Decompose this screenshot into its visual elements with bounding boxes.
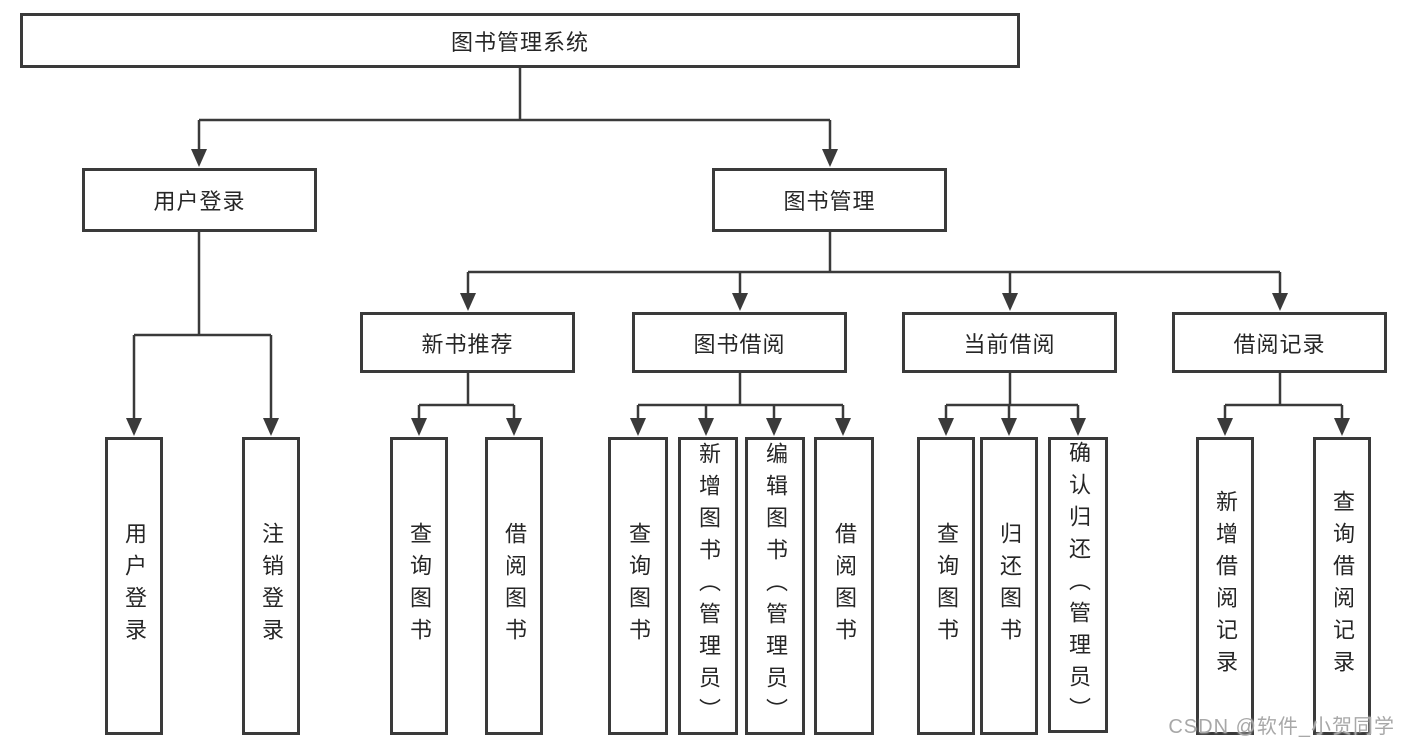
- node-current-borrow: 当前借阅: [902, 312, 1117, 373]
- node-label: 新增图书（管理员）: [696, 442, 721, 730]
- leaf-logout: 注销登录: [242, 437, 300, 735]
- node-label: 查询借阅记录: [1330, 490, 1355, 682]
- node-book-management: 图书管理: [712, 168, 947, 232]
- leaf-query-book-recommend: 查询图书: [390, 437, 448, 735]
- csdn-watermark: CSDN @软件_小贺同学: [1168, 716, 1395, 738]
- node-label: 用户登录: [153, 189, 246, 214]
- node-root: 图书管理系统: [20, 13, 1020, 68]
- node-borrow-records: 借阅记录: [1172, 312, 1387, 373]
- node-label: 查询图书: [626, 522, 651, 650]
- node-label: 新增借阅记录: [1213, 490, 1238, 682]
- node-user-login: 用户登录: [82, 168, 317, 232]
- node-label: 归还图书: [997, 522, 1022, 650]
- node-label: 查询图书: [407, 522, 432, 650]
- leaf-query-borrow-record: 查询借阅记录: [1313, 437, 1371, 735]
- node-label: 借阅图书: [832, 522, 857, 650]
- node-label: 借阅图书: [502, 522, 527, 650]
- node-label: 借阅记录: [1233, 331, 1326, 357]
- leaf-query-book-borrow: 查询图书: [608, 437, 668, 735]
- node-new-book-recommend: 新书推荐: [360, 312, 575, 373]
- node-label: 确认归还（管理员）: [1066, 441, 1091, 729]
- leaf-query-book-current: 查询图书: [917, 437, 975, 735]
- leaf-borrow-book-recommend: 借阅图书: [485, 437, 543, 735]
- leaf-add-book-admin: 新增图书（管理员）: [678, 437, 738, 735]
- leaf-edit-book-admin: 编辑图书（管理员）: [745, 437, 805, 735]
- node-label: 新书推荐: [421, 331, 514, 357]
- node-label: 用户登录: [122, 522, 147, 650]
- leaf-user-login: 用户登录: [105, 437, 163, 735]
- leaf-confirm-return-admin: 确认归还（管理员）: [1048, 437, 1108, 733]
- node-label: 注销登录: [259, 522, 284, 650]
- node-label: 当前借阅: [963, 331, 1056, 357]
- node-label: 图书借阅: [693, 331, 786, 357]
- leaf-borrow-book: 借阅图书: [814, 437, 874, 735]
- leaf-add-borrow-record: 新增借阅记录: [1196, 437, 1254, 735]
- node-label: 查询图书: [934, 522, 959, 650]
- leaf-return-book: 归还图书: [980, 437, 1038, 735]
- node-book-borrow: 图书借阅: [632, 312, 847, 373]
- node-label: 编辑图书（管理员）: [763, 442, 788, 730]
- node-label: 图书管理: [783, 189, 876, 214]
- node-label: 图书管理系统: [450, 29, 589, 55]
